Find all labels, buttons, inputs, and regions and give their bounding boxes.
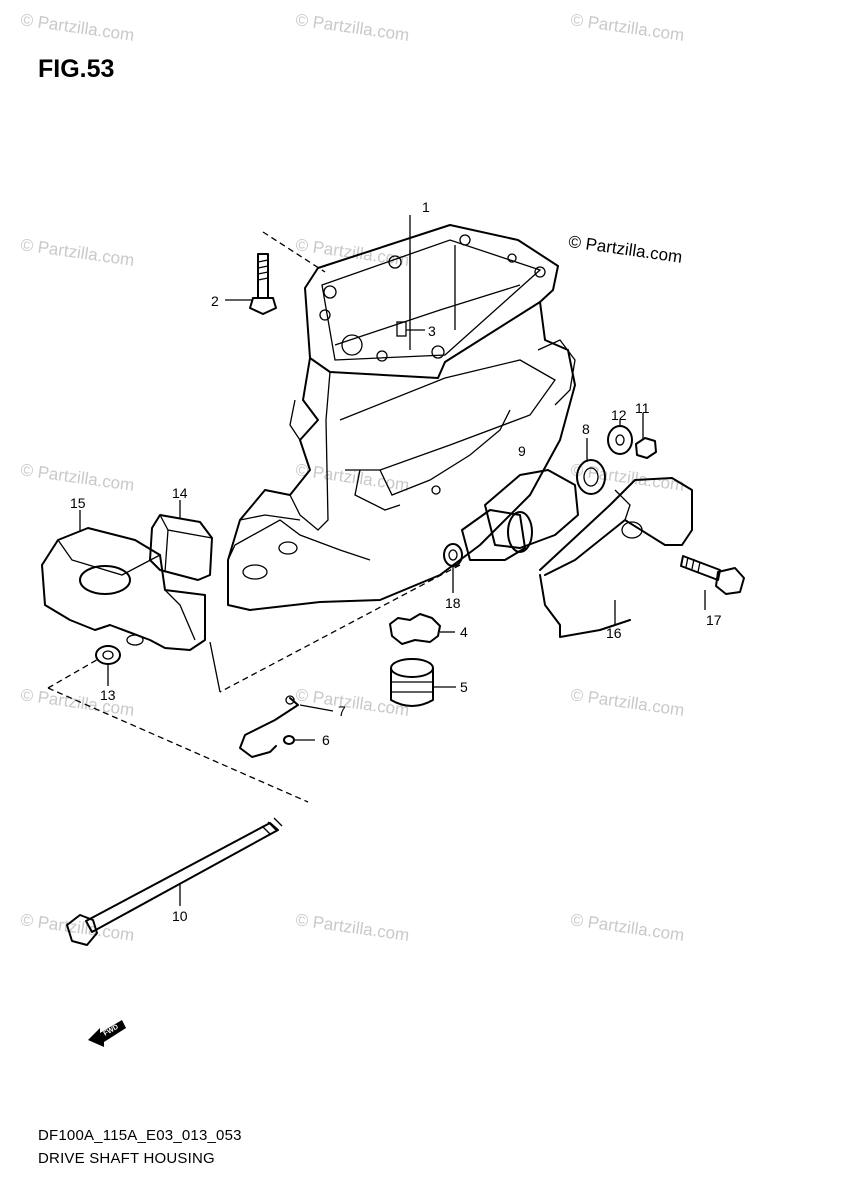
callout-4: 4 xyxy=(460,624,468,640)
washer-8 xyxy=(576,459,606,495)
watermark-text: © Partzilla.com xyxy=(294,685,410,720)
wire-7 xyxy=(239,697,299,758)
washer-12-hole xyxy=(615,434,625,446)
gasket-4 xyxy=(389,613,441,645)
leader-lines xyxy=(47,215,706,906)
washer-18 xyxy=(443,543,463,567)
watermark-text: © Partzilla.com xyxy=(19,685,135,720)
dowel-3 xyxy=(396,321,407,337)
callout-11: 11 xyxy=(635,400,650,416)
watermark-text: © Partzilla.com xyxy=(569,910,685,945)
callout-7-wire: 7 xyxy=(338,703,346,719)
watermark-text: © Partzilla.com xyxy=(294,235,410,270)
drive-shaft-housing xyxy=(227,224,576,611)
watermark-text: © Partzilla.com xyxy=(569,10,685,45)
bolt-17 xyxy=(680,555,745,595)
callout-17: 17 xyxy=(706,612,722,628)
diagram-code: DF100A_115A_E03_013_053 xyxy=(38,1127,242,1144)
washer-18-hole xyxy=(448,549,458,561)
section-name: DRIVE SHAFT HOUSING xyxy=(38,1150,215,1167)
washer-13 xyxy=(95,645,121,665)
callout-6: 6 xyxy=(322,732,330,748)
grommet-5 xyxy=(390,658,434,707)
callout-5: 5 xyxy=(460,679,468,695)
callout-16: 16 xyxy=(606,625,622,641)
callout-8: 8 xyxy=(582,421,590,437)
pad-14 xyxy=(149,514,213,581)
callout-18: 18 xyxy=(445,595,461,611)
callout-1: 1 xyxy=(422,199,430,215)
callout-2: 2 xyxy=(211,293,219,309)
watermark-text: © Partzilla.com xyxy=(19,10,135,45)
callout-10: 10 xyxy=(172,908,188,924)
wire-7-end xyxy=(285,695,295,705)
callout-3: 3 xyxy=(428,323,436,339)
figure-title: FIG.53 xyxy=(38,55,115,83)
callout-13: 13 xyxy=(100,687,116,703)
bolt-2 xyxy=(249,253,277,315)
nut-11 xyxy=(635,437,657,459)
callout-14: 14 xyxy=(172,485,188,501)
mount-16 xyxy=(461,469,693,638)
watermark-text: © Partzilla.com xyxy=(19,235,135,270)
fwd-arrow-icon: FWD xyxy=(88,1020,126,1047)
washer-12 xyxy=(607,425,633,455)
callout-9: 9 xyxy=(518,443,526,459)
watermark-text: © Partzilla.com xyxy=(19,910,135,945)
watermark-text: © Partzilla.com xyxy=(294,910,410,945)
watermark-layer: © Partzilla.com © Partzilla.com © Partzill… xyxy=(19,10,685,945)
nut-6 xyxy=(283,735,295,745)
watermark-text: © Partzilla.com xyxy=(569,685,685,720)
bracket-15 xyxy=(41,527,206,651)
callout-15: 15 xyxy=(70,495,86,511)
callout-labels: 1 2 3 4 5 6 7 17 8 9 10 11 12 13 14 15 1… xyxy=(70,199,722,924)
bolt-10 xyxy=(66,817,283,946)
watermark-text: © Partzilla.com xyxy=(294,10,410,45)
callout-12: 12 xyxy=(611,407,627,423)
watermark-text: © Partzilla.com xyxy=(19,460,135,495)
washer-8-hole xyxy=(583,467,599,487)
